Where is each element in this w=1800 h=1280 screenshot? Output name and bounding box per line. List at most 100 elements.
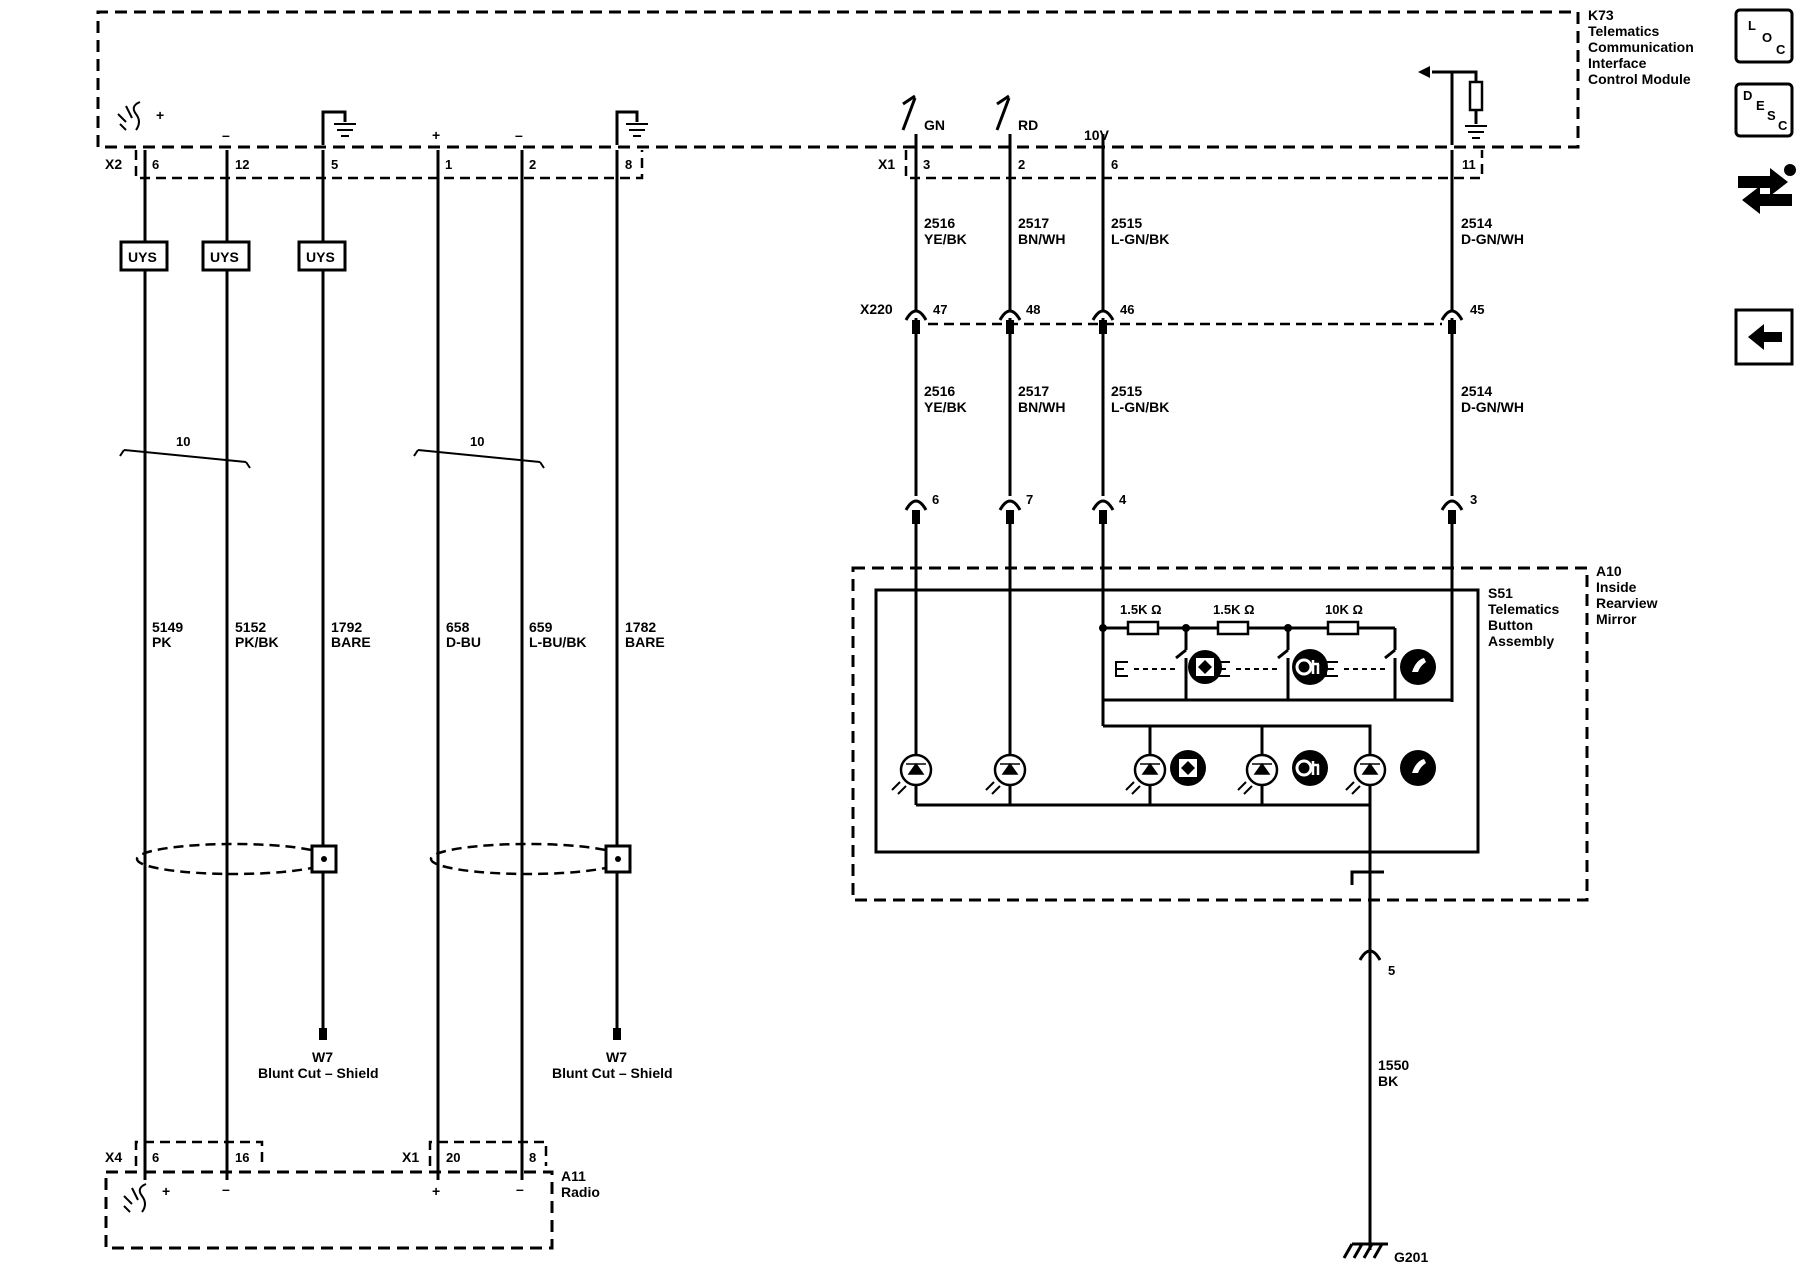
wire-color: PK/BK (235, 634, 279, 650)
ground-circuit: 5 1550 BK G201 (1342, 949, 1428, 1265)
radio-module-border (104, 1170, 554, 1250)
uys-box (201, 240, 251, 272)
uys-box (297, 240, 347, 272)
back-button[interactable] (1734, 308, 1794, 366)
shield-desc: Blunt Cut – Shield (552, 1065, 673, 1081)
wire-color: L-BU/BK (529, 634, 587, 650)
k73-pin11-internal (1418, 66, 1487, 145)
s51-ref: S51 (1488, 585, 1513, 601)
uys-label: UYS (128, 249, 157, 265)
a10-mirror-module: A10 Inside Rearview Mirror S51 Telematic… (851, 524, 1658, 1250)
wire-color: L-GN/BK (1111, 399, 1169, 415)
connector-cavity-icon (904, 499, 928, 511)
connector-cavity-icon (998, 499, 1022, 511)
internal-ground-icon (615, 110, 648, 145)
uys-label: UYS (306, 249, 335, 265)
wire-color: L-GN/BK (1111, 231, 1169, 247)
x220-pin: 45 (1470, 302, 1484, 317)
loc-button[interactable]: L O C (1734, 8, 1794, 64)
k73-x2-pin: 12 (235, 157, 249, 172)
resistor-icon (1126, 620, 1160, 636)
twist-count: 10 (176, 434, 190, 449)
desc-letter: E (1756, 98, 1765, 113)
radio-x1-border (428, 1140, 548, 1166)
uys-label: UYS (210, 249, 239, 265)
x220-pin: 48 (1026, 302, 1040, 317)
wire-color: BN/WH (1018, 231, 1065, 247)
right-wire-labels-lower: 2516 YE/BK 2517 BN/WH 2515 L-GN/BK 2514 … (924, 383, 1524, 415)
desc-letter: D (1743, 88, 1752, 103)
wire-circuit: 2516 (924, 383, 955, 399)
wire-color: BARE (625, 634, 665, 650)
desc-button[interactable]: D E S C (1734, 82, 1794, 138)
wire-color: YE/BK (924, 231, 967, 247)
k73-name-line-2: Communication (1588, 39, 1694, 55)
loc-letter: O (1762, 30, 1772, 45)
connector-cavity-icon (998, 309, 1022, 321)
onstar-button-icon (1292, 750, 1328, 786)
radio-x1-plus-sign: + (432, 1183, 440, 1199)
a11-radio-module: X4 6 16 X1 20 8 A11 Radio + – + – (104, 1140, 600, 1250)
emergency-button-icon (1188, 650, 1222, 684)
shield-termination: W7 Blunt Cut – Shield (258, 1028, 379, 1081)
k73-name-line-3: Interface (1588, 55, 1647, 71)
k73-module-border (96, 10, 1580, 149)
uys-boxes: UYS UYS UYS (119, 240, 347, 272)
k73-name-line-4: Control Module (1588, 71, 1691, 87)
shield-oval (135, 842, 338, 876)
connector-cavity-icon (1091, 499, 1115, 511)
ground-wire-circuit: 1550 (1378, 1057, 1409, 1073)
wire-circuit: 2515 (1111, 215, 1142, 231)
microphone-icon: + (123, 1183, 170, 1213)
connector-cavity-icon (1440, 499, 1464, 511)
shield-oval (429, 842, 632, 876)
twisted-pair-marker: 10 (413, 434, 545, 469)
radio-x4-minus-sign: – (222, 1181, 230, 1197)
wire-circuit: 1792 (331, 619, 362, 635)
s51-name-line-1: Telematics (1488, 601, 1560, 617)
k73-x1-connector: X1 3 2 6 11 (878, 150, 1484, 180)
radio-x1-minus-sign: – (516, 1181, 524, 1197)
connector-end-view-button[interactable] (1738, 164, 1796, 214)
resistor-icon (1326, 620, 1360, 636)
left-wire-labels: 5149 PK 5152 PK/BK 1792 BARE 658 D-BU 65… (152, 619, 665, 650)
wire-color: D-BU (446, 634, 481, 650)
k73-x1-pin: 2 (1018, 157, 1025, 172)
loc-letter: C (1776, 42, 1786, 57)
resistor-value: 1.5K Ω (1213, 602, 1255, 617)
mirror-pin: 6 (932, 492, 939, 507)
wire-color: BN/WH (1018, 399, 1065, 415)
desc-letter: C (1778, 118, 1788, 133)
shield-termination: W7 Blunt Cut – Shield (552, 1028, 673, 1081)
switch-group (1115, 628, 1397, 700)
connector-cavity-icon (1091, 309, 1115, 321)
led-icon (891, 753, 933, 795)
led-row (891, 726, 1436, 807)
a11-ref: A11 (561, 1168, 586, 1184)
k73-x2-pin: 6 (152, 157, 159, 172)
radio-x4-label: X4 (105, 1149, 122, 1165)
shield-desc: Blunt Cut – Shield (258, 1065, 379, 1081)
wire-color: YE/BK (924, 399, 967, 415)
k73-x2-pin: 5 (331, 157, 338, 172)
x220-pin: 46 (1120, 302, 1134, 317)
radio-x4-border (134, 1140, 264, 1166)
gn-switch-label: GN (924, 117, 945, 133)
a10-name-line-2: Rearview (1596, 595, 1658, 611)
resistor-value: 1.5K Ω (1120, 602, 1162, 617)
radio-x4-pin: 6 (152, 1150, 159, 1165)
s51-name-line-2: Button (1488, 617, 1533, 633)
a10-name-line-1: Inside (1596, 579, 1637, 595)
phone-button-icon (1400, 750, 1436, 786)
mirror-pin: 7 (1026, 492, 1033, 507)
wire-color: PK (152, 634, 171, 650)
wire-circuit: 659 (529, 619, 553, 635)
wire-circuit: 2517 (1018, 215, 1049, 231)
wire-circuit: 2514 (1461, 215, 1492, 231)
k73-x2-pin: 2 (529, 157, 536, 172)
k73-x2-pin: 1 (445, 157, 452, 172)
twisted-pair-marker: 10 (119, 434, 251, 469)
wire-circuit: 1782 (625, 619, 656, 635)
x220-inline-connector: X220 47 48 46 45 (860, 301, 1484, 334)
k73-x1-pin: 11 (1462, 157, 1476, 172)
